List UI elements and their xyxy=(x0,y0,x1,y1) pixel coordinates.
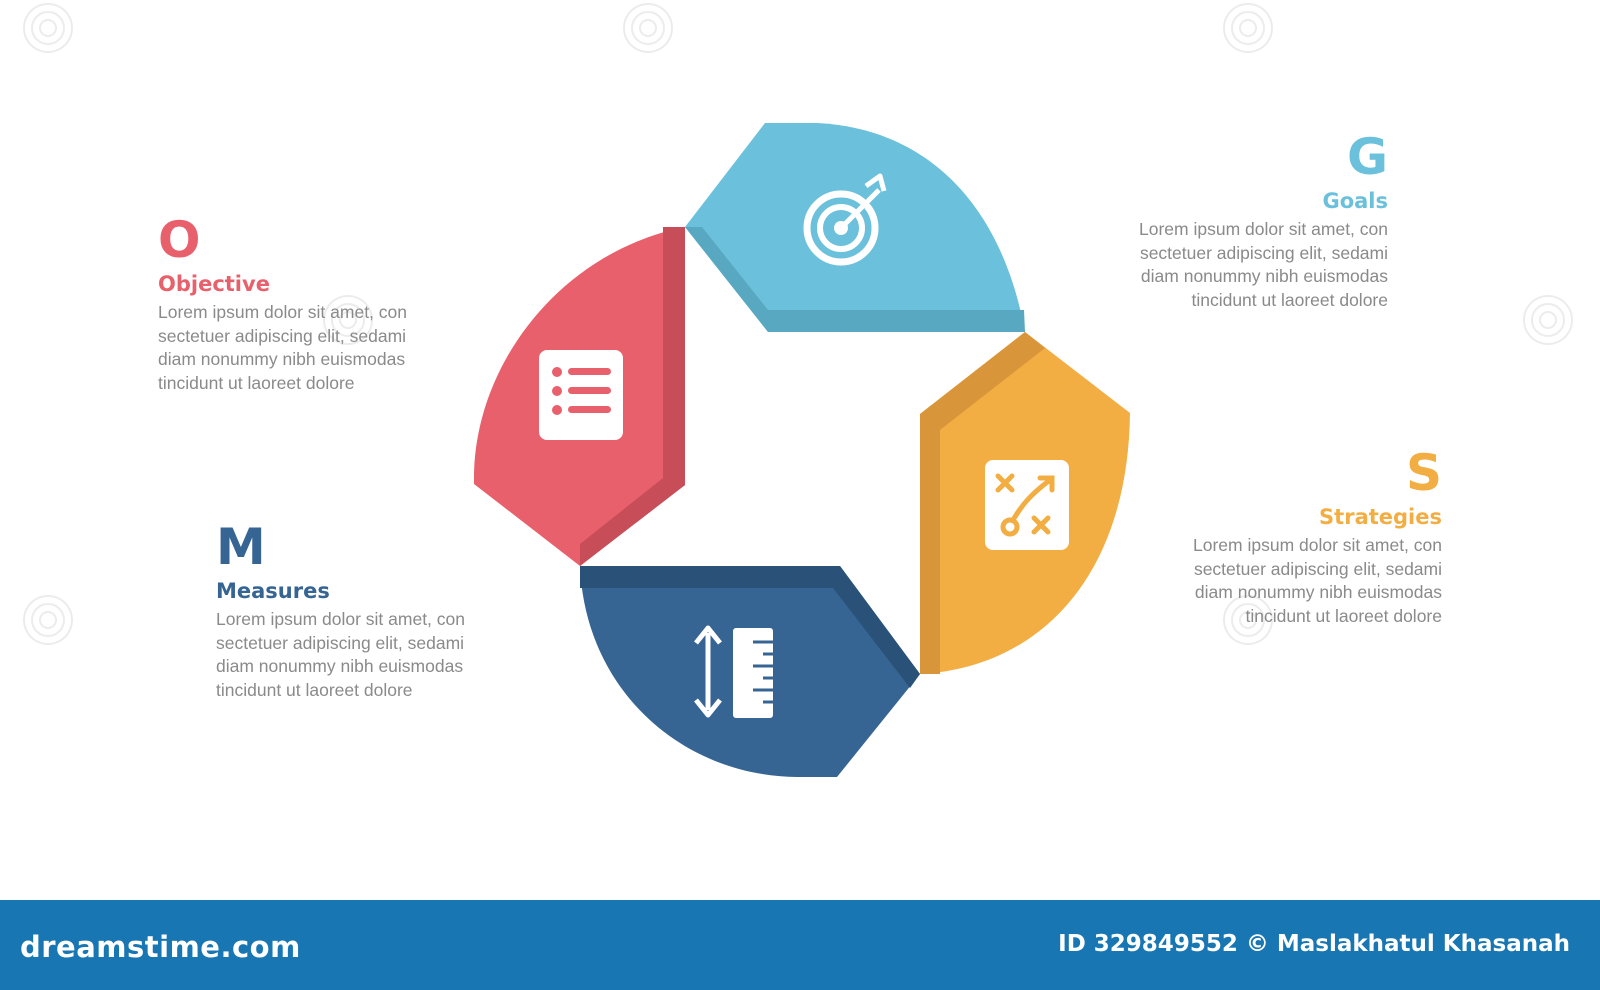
objective-title: Objective xyxy=(158,272,270,296)
goals-description-line: sectetuer adipiscing elit, sedami xyxy=(1139,242,1388,263)
goals-description-line: diam nonummy nibh euismodas xyxy=(1140,266,1388,286)
image-credit: ID 329849552 © Maslakhatul Khasanah xyxy=(1058,931,1570,957)
goals-description-line: tincidunt ut laoreet dolore xyxy=(1191,289,1388,310)
strategies-description-line: sectetuer adipiscing elit, sedami xyxy=(1193,558,1442,579)
strategies-description-line: Lorem ipsum dolor sit amet, con xyxy=(1193,535,1442,555)
strategy-board-icon xyxy=(985,460,1069,550)
measures-description-line: sectetuer adipiscing elit, sedami xyxy=(216,632,465,653)
list-icon xyxy=(539,350,623,440)
measures-block: M Measures Lorem ipsum dolor sit amet, c… xyxy=(216,522,465,702)
goals-title: Goals xyxy=(1322,189,1388,213)
goals-description: Lorem ipsum dolor sit amet, con sectetue… xyxy=(1139,218,1388,312)
objective-description: Lorem ipsum dolor sit amet, con sectetue… xyxy=(158,301,407,395)
objective-description-line: Lorem ipsum dolor sit amet, con xyxy=(158,302,407,322)
dreamstime-logo: dreamstime.com xyxy=(20,930,301,964)
objective-description-line: tincidunt ut laoreet dolore xyxy=(158,372,355,393)
strategies-description: Lorem ipsum dolor sit amet, con sectetue… xyxy=(1193,534,1442,628)
goals-block: G Goals Lorem ipsum dolor sit amet, con … xyxy=(1139,132,1388,312)
measures-description-line: tincidunt ut laoreet dolore xyxy=(216,679,413,700)
strategies-description-line: diam nonummy nibh euismodas xyxy=(1194,582,1442,602)
strategies-title: Strategies xyxy=(1319,505,1442,529)
objective-block: O Objective Lorem ipsum dolor sit amet, … xyxy=(158,215,407,395)
strategies-block: S Strategies Lorem ipsum dolor sit amet,… xyxy=(1193,448,1442,628)
measures-description-line: diam nonummy nibh euismodas xyxy=(216,656,464,676)
target-icon xyxy=(803,173,887,266)
watermark-footer: dreamstime.com ID 329849552 © Maslakhatu… xyxy=(0,900,1600,990)
measures-segment xyxy=(580,566,920,777)
ruler-icon xyxy=(694,625,773,718)
strategies-description-line: tincidunt ut laoreet dolore xyxy=(1245,605,1442,626)
strategies-segment xyxy=(920,332,1130,674)
measures-description-line: Lorem ipsum dolor sit amet, con xyxy=(216,609,465,629)
objective-description-line: sectetuer adipiscing elit, sedami xyxy=(158,325,407,346)
goals-description-line: Lorem ipsum dolor sit amet, con xyxy=(1139,219,1388,239)
strategies-letter: S xyxy=(1405,444,1442,502)
measures-letter: M xyxy=(216,518,266,576)
measures-title: Measures xyxy=(216,579,330,603)
measures-description: Lorem ipsum dolor sit amet, con sectetue… xyxy=(216,608,465,702)
objective-description-line: diam nonummy nibh euismodas xyxy=(158,349,406,369)
goals-letter: G xyxy=(1346,128,1388,186)
objective-letter: O xyxy=(158,211,201,269)
objective-segment xyxy=(474,227,685,566)
goals-segment xyxy=(685,123,1025,332)
ogsm-cycle-diagram xyxy=(474,123,1130,777)
